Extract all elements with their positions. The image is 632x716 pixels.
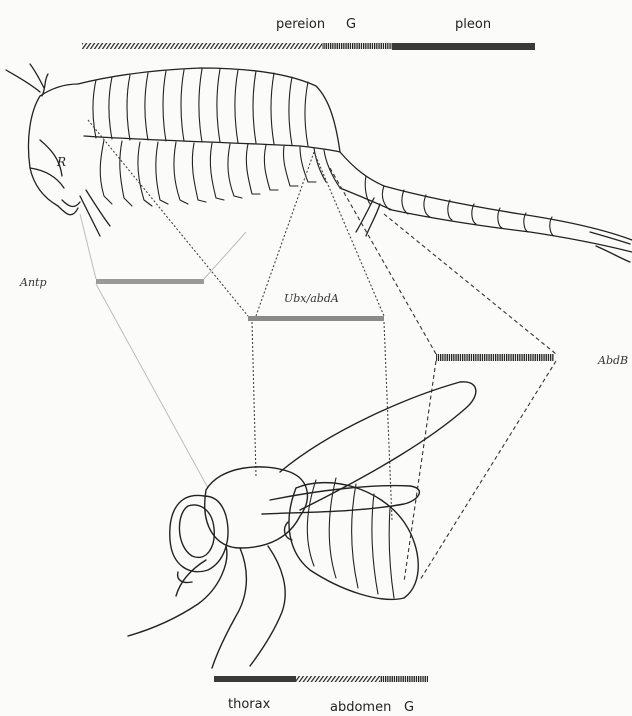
ubx-abda-expression-bar: [248, 316, 384, 321]
svg-text:R: R: [56, 155, 66, 169]
antp-expression-bar: [96, 279, 204, 284]
pleon-label: pleon: [455, 17, 491, 32]
thorax-solid-segment: [214, 676, 296, 682]
bottom-segment-bar: [214, 676, 428, 682]
pleon-solid-segment: [392, 43, 535, 50]
g-label-top: G: [346, 17, 356, 32]
abdb-expression-bar: [436, 354, 554, 361]
antp-connectors: [80, 214, 246, 488]
abdomen-label: abdomen: [330, 700, 391, 715]
abdomen-hatched-segment: [296, 676, 380, 682]
abdb-connectors: [330, 168, 556, 582]
top-segment-bar: [82, 43, 535, 50]
g-label-bottom: G: [404, 700, 414, 715]
pereion-hatched-segment: [82, 43, 322, 49]
fly-drawing: [128, 382, 476, 668]
pereion-label: pereion: [276, 17, 325, 32]
ubx-abda-label: Ubx/abdA: [284, 292, 339, 305]
genital-striped-segment-top: [322, 43, 392, 49]
thorax-label: thorax: [228, 697, 271, 712]
genital-striped-segment-bottom: [380, 676, 428, 682]
antp-label: Antp: [19, 276, 47, 289]
abdb-label: AbdB: [597, 354, 628, 367]
